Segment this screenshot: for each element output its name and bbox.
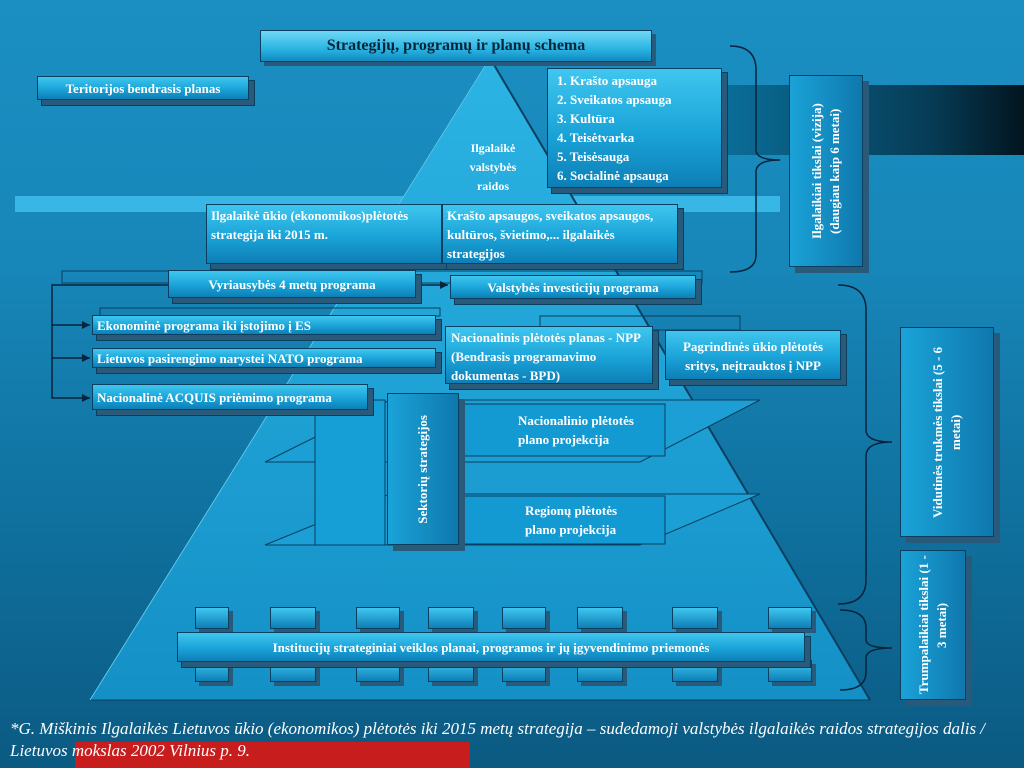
regional-projection-label: Regionų plėtotės plano projekcija: [525, 503, 618, 537]
institution-box: [428, 660, 474, 682]
institution-box: [672, 607, 718, 629]
economy-strategy-label: Ilgalaikė ūkio (ekonomikos)plėtotės stra…: [211, 208, 409, 242]
institution-box: [577, 660, 623, 682]
sector-item: 1. Krašto apsauga: [557, 73, 658, 88]
institution-box: [356, 607, 400, 629]
institutions-box: Institucijų strateginiai veiklos planai,…: [177, 632, 805, 662]
acquis-program-label: Nacionalinė ACQUIS priėmimo programa: [97, 389, 332, 405]
long-term-goals-box: Ilgalaikiai tikslai (vizija) (daugiau ka…: [789, 75, 863, 267]
institution-box: [356, 660, 400, 682]
institution-box: [270, 660, 316, 682]
territorial-plan-box: Teritorijos bendrasis planas: [37, 76, 249, 100]
sector-strategies-box: Krašto apsaugos, sveikatos apsaugos, kul…: [442, 204, 678, 264]
institution-box: [195, 607, 229, 629]
eu-program-label: Ekonominė programa iki įstojimo į ES: [97, 317, 311, 333]
footnote: *G. Miškinis Ilgalaikės Lietuvos ūkio (e…: [10, 719, 986, 760]
acquis-program-box: Nacionalinė ACQUIS priėmimo programa: [92, 384, 368, 410]
medium-term-goals-label: Vidutinės trukmės tikslai (5 - 6 metai): [930, 346, 963, 518]
main-areas-box: Pagrindinės ūkio plėtotės sritys, neįtra…: [665, 330, 841, 380]
institution-box: [577, 607, 623, 629]
institution-box: [502, 660, 546, 682]
sector-item: 2. Sveikatos apsauga: [557, 92, 672, 107]
institution-box: [672, 660, 718, 682]
medium-term-goals-box: Vidutinės trukmės tikslai (5 - 6 metai): [900, 327, 994, 537]
eu-program-box: Ekonominė programa iki įstojimo į ES: [92, 315, 436, 335]
economy-strategy-box: Ilgalaikė ūkio (ekonomikos)plėtotės stra…: [206, 204, 442, 264]
nato-program-label: Lietuvos pasirengimo narystei NATO progr…: [97, 350, 363, 366]
pyramid-top-text: Ilgalaikė valstybės raidos: [469, 141, 517, 193]
investment-program-box: Valstybės investicijų programa: [450, 275, 696, 299]
institution-box: [270, 607, 316, 629]
sector-strategies-label: Krašto apsaugos, sveikatos apsaugos, kul…: [447, 208, 654, 261]
territorial-plan-label: Teritorijos bendrasis planas: [65, 80, 221, 96]
government-program-box: Vyriausybės 4 metų programa: [168, 270, 416, 298]
sector-list-box: 1. Krašto apsauga 2. Sveikatos apsauga 3…: [547, 68, 722, 188]
diagram-title: Strategijų, programų ir planų schema: [260, 30, 652, 62]
sector-strategies-vertical-box: Sektorių strategijos: [387, 393, 459, 545]
npp-label: Nacionalinis plėtotės planas - NPP (Bend…: [451, 330, 641, 383]
institution-box: [195, 660, 229, 682]
short-term-goals-box: Trumpalaikiai tikslai (1 - 3 metai): [900, 550, 966, 700]
nato-program-box: Lietuvos pasirengimo narystei NATO progr…: [92, 348, 436, 368]
institution-box: [428, 607, 474, 629]
short-term-goals-label: Trumpalaikiai tikslai (1 - 3 metai): [916, 555, 949, 695]
sector-strategies-vertical-label: Sektorių strategijos: [415, 414, 430, 524]
sector-item: 5. Teisėsauga: [557, 149, 630, 164]
institution-box: [768, 660, 812, 682]
main-areas-label: Pagrindinės ūkio plėtotės sritys, neįtra…: [682, 339, 824, 373]
institutions-label: Institucijų strateginiai veiklos planai,…: [272, 639, 710, 655]
sector-item: 3. Kultūra: [557, 111, 615, 126]
investment-program-label: Valstybės investicijų programa: [487, 279, 659, 295]
institution-box: [502, 607, 546, 629]
institution-box: [768, 607, 812, 629]
npp-box: Nacionalinis plėtotės planas - NPP (Bend…: [445, 326, 653, 384]
long-term-goals-label: Ilgalaikiai tikslai (vizija) (daugiau ka…: [809, 103, 842, 239]
sector-item: 6. Socialinė apsauga: [557, 168, 669, 183]
footnote-highlight-bar: [75, 742, 470, 768]
national-projection-label: Nacionalinio plėtotės plano projekcija: [518, 413, 634, 447]
government-program-label: Vyriausybės 4 metų programa: [208, 276, 376, 292]
sector-item: 4. Teisėtvarka: [557, 130, 635, 145]
